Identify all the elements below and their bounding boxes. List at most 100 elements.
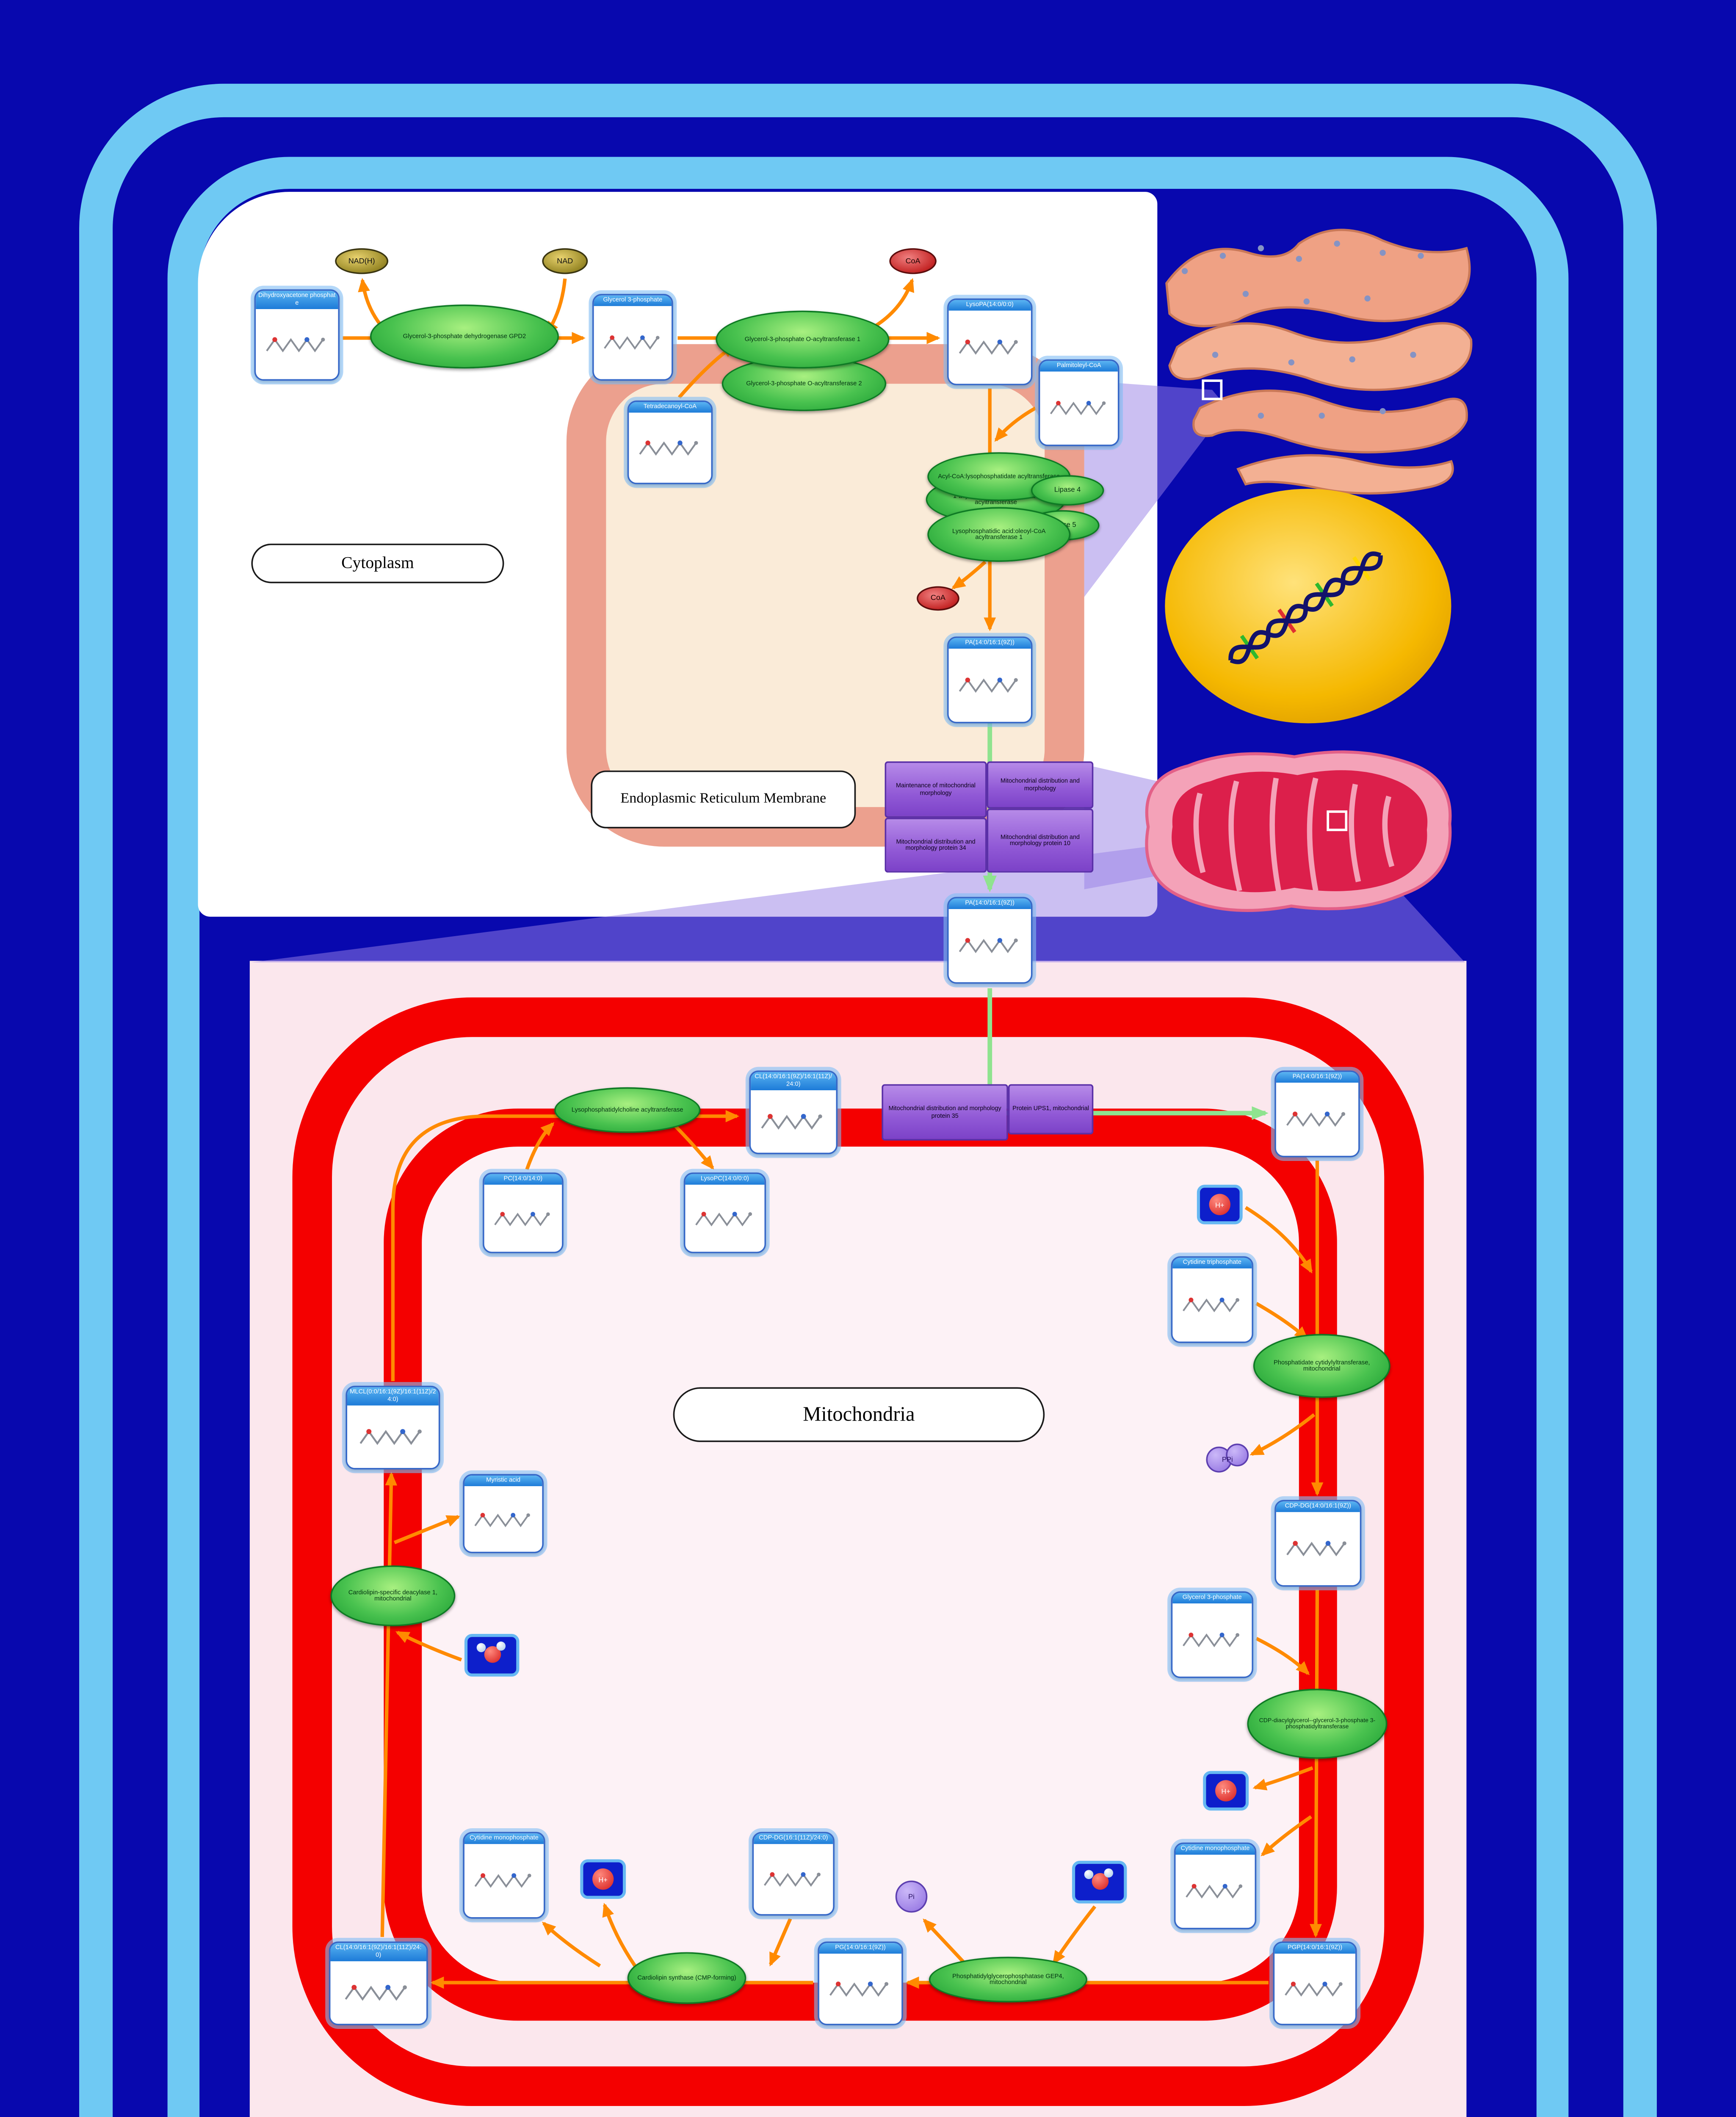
mitochondrion-illustration — [1145, 750, 1452, 912]
metabolite-pa-er[interactable]: PA(14:0/16:1(9Z)) — [947, 636, 1033, 724]
chemical-structure-icon — [594, 306, 672, 379]
enzyme-label: Cardiolipin synthase (CMP-forming) — [637, 1973, 736, 1981]
metabolite-label: Tetradecanoyl-CoA — [629, 402, 711, 413]
small-molecule-coa-2[interactable]: CoA — [917, 586, 959, 611]
metabolite-myristic-acid[interactable]: Myristic acid — [463, 1474, 544, 1553]
phosphate-icon — [1226, 1443, 1249, 1467]
metabolite-tetradecanoyl-coa[interactable]: Tetradecanoyl-CoA — [627, 400, 713, 484]
chemical-structure-icon — [948, 311, 1031, 384]
chemical-structure-icon — [464, 1844, 544, 1917]
er-membrane-label-text: Endoplasmic Reticulum Membrane — [620, 791, 827, 807]
metabolite-palmitoleyl-coa[interactable]: Palmitoleyl-CoA — [1038, 359, 1120, 446]
small-molecule-water-2[interactable] — [1072, 1860, 1127, 1904]
metabolite-pa-inner-membrane[interactable]: PA(14:0/16:1(9Z)) — [1274, 1070, 1360, 1158]
mitochondria-label-text: Mitochondria — [803, 1402, 915, 1426]
metabolite-cdp-dg-bottom[interactable]: CDP-DG(16:1(11Z)/24:0) — [752, 1832, 835, 1916]
cell-membrane-inner — [167, 157, 1569, 2117]
metabolite-label: CL(14:0/16:1(9Z)/16:1(11Z)/24:0) — [751, 1072, 836, 1090]
enzyme-label: Cardiolipin-specific deacylase 1, mitoch… — [348, 1587, 438, 1602]
water-hydrogen-icon — [497, 1642, 506, 1651]
metabolite-label: Glycerol 3-phosphate — [594, 295, 672, 307]
small-molecule-h-plus-2[interactable]: H+ — [1203, 1771, 1249, 1811]
small-molecule-pi[interactable]: Pi — [895, 1880, 928, 1913]
metabolite-label: PG(14:0/16:1(9Z)) — [819, 1943, 902, 1954]
metabolite-pg[interactable]: PG(14:0/16:1(9Z)) — [818, 1941, 903, 2026]
enzyme-cld1[interactable]: Cardiolipin-specific deacylase 1, mitoch… — [330, 1565, 456, 1627]
enzyme-cardiolipin-synthase[interactable]: Cardiolipin synthase (CMP-forming) — [627, 1952, 746, 2004]
small-molecule-coa-1[interactable]: CoA — [889, 248, 937, 274]
enzyme-gpd2[interactable]: Glycerol-3-phosphate dehydrogenase GPD2 — [370, 304, 559, 369]
small-molecule-water-1[interactable] — [464, 1634, 520, 1677]
protein-mdm10[interactable]: Mitochondrial distribution and morpholog… — [987, 808, 1094, 873]
water-hydrogen-icon — [477, 1643, 487, 1652]
nucleus-illustration — [1165, 489, 1451, 724]
protein-mdm34[interactable]: Mitochondrial distribution and morpholog… — [885, 818, 987, 873]
er-zoom-indicator — [1202, 379, 1223, 401]
metabolite-lysopa[interactable]: LysoPA(14:0/0:0) — [947, 298, 1033, 385]
metabolite-cl-top[interactable]: CL(14:0/16:1(9Z)/16:1(11Z)/24:0) — [749, 1070, 838, 1155]
metabolite-pgp[interactable]: PGP(14:0/16:1(9Z)) — [1273, 1941, 1357, 2026]
enzyme-lipase-4[interactable]: Lipase 4 — [1031, 475, 1104, 506]
chemical-structure-icon — [1172, 1269, 1252, 1342]
er-membrane-label: Endoplasmic Reticulum Membrane — [591, 770, 856, 829]
cytoplasm-label-text: Cytoplasm — [341, 554, 414, 573]
enzyme-pgs1[interactable]: CDP-diacylglycerol--glycerol-3-phosphate… — [1247, 1689, 1388, 1759]
metabolite-glycerol-3-phosphate-er[interactable]: Glycerol 3-phosphate — [592, 294, 673, 381]
protein-mdm35[interactable]: Mitochondrial distribution and morpholog… — [882, 1084, 1008, 1141]
chemical-structure-icon — [948, 909, 1031, 982]
small-molecule-label: H+ — [598, 1875, 608, 1883]
metabolite-label: Dihydroxyacetone phosphate — [256, 290, 338, 309]
water-hydrogen-icon — [1104, 1869, 1114, 1878]
enzyme-label: Lysophosphatidylcholine acyltransferase — [571, 1105, 683, 1113]
small-molecule-h-plus-1[interactable]: H+ — [1197, 1185, 1243, 1224]
chemical-structure-icon — [330, 1961, 427, 2024]
protein-mdm12[interactable]: Mitochondrial distribution and morpholog… — [987, 761, 1094, 809]
mito-outer-membrane — [292, 997, 1424, 2106]
metabolite-mlcl[interactable]: MLCL(0:0/16:1(9Z)/16:1(11Z)/24:0) — [346, 1385, 440, 1470]
chemical-structure-icon — [948, 649, 1031, 722]
metabolite-label: MLCL(0:0/16:1(9Z)/16:1(11Z)/24:0) — [347, 1387, 439, 1405]
chemical-structure-icon — [819, 1954, 902, 2024]
water-hydrogen-icon — [1085, 1869, 1094, 1879]
metabolite-dihydroxyacetone-phosphate[interactable]: Dihydroxyacetone phosphate — [254, 289, 340, 381]
protein-label: Protein UPS1, mitochondrial — [1012, 1104, 1089, 1112]
metabolite-glycerol-3-phosphate-mito[interactable]: Glycerol 3-phosphate — [1171, 1591, 1253, 1678]
chemical-structure-icon — [685, 1185, 765, 1252]
enzyme-loa1[interactable]: Lysophosphatidic acid:oleoyl-CoA acyltra… — [927, 507, 1071, 562]
metabolite-cytidine-monophosphate-left[interactable]: Cytidine monophosphate — [463, 1832, 545, 1919]
metabolite-label: CDP-DG(16:1(11Z)/24:0) — [754, 1833, 833, 1844]
enzyme-gep4[interactable]: Phosphatidylglycerophosphatase GEP4, mit… — [929, 1957, 1087, 2003]
metabolite-pc[interactable]: PC(14:0/14:0) — [483, 1172, 564, 1253]
metabolite-cytidine-monophosphate-right[interactable]: Cytidine monophosphate — [1174, 1842, 1257, 1929]
metabolite-cytidine-triphosphate[interactable]: Cytidine triphosphate — [1171, 1256, 1253, 1343]
enzyme-label: Glycerol-3-phosphate O-acyltransferase 1 — [744, 334, 861, 343]
cell-membrane-outer — [79, 83, 1657, 2117]
small-molecule-label: CoA — [930, 594, 945, 603]
metabolite-label: LysoPC(14:0/0:0) — [685, 1174, 765, 1185]
metabolite-lysopc[interactable]: LysoPC(14:0/0:0) — [683, 1172, 766, 1253]
metabolite-label: Myristic acid — [464, 1476, 542, 1487]
chemical-structure-icon — [629, 413, 711, 483]
small-molecule-ppi[interactable]: PPi — [1206, 1443, 1249, 1476]
enzyme-lpcat[interactable]: Lysophosphatidylcholine acyltransferase — [554, 1087, 701, 1133]
endoplasmic-reticulum-illustration — [1165, 229, 1473, 495]
metabolite-pa-outer-membrane[interactable]: PA(14:0/16:1(9Z)) — [947, 897, 1033, 984]
dna-helix-icon — [1228, 551, 1383, 664]
small-molecule-label: Pi — [908, 1893, 915, 1901]
metabolite-cdp-dg-right[interactable]: CDP-DG(14:0/16:1(9Z)) — [1274, 1500, 1362, 1587]
enzyme-tamm41[interactable]: Phosphatidate cytidylyltransferase, mito… — [1253, 1334, 1390, 1398]
protein-mmm1[interactable]: Maintenance of mitochondrial morphology — [885, 761, 987, 818]
metabolite-label: PA(14:0/16:1(9Z)) — [1276, 1072, 1359, 1083]
small-molecule-h-plus-3[interactable]: H+ — [580, 1859, 626, 1899]
enzyme-label: Acyl-CoA:lysophosphatidate acyltransfera… — [938, 472, 1060, 480]
protein-ups1[interactable]: Protein UPS1, mitochondrial — [1008, 1084, 1094, 1135]
small-molecule-nadh[interactable]: NAD(H) — [335, 248, 389, 274]
chemical-structure-icon — [256, 309, 338, 379]
enzyme-gpat1[interactable]: Glycerol-3-phosphate O-acyltransferase 1 — [716, 310, 890, 369]
metabolite-cl-bottom[interactable]: CL(14:0/16:1(9Z)/16:1(11Z)/24:0) — [329, 1941, 428, 2026]
metabolite-label: PA(14:0/16:1(9Z)) — [948, 638, 1031, 649]
small-molecule-label: NAD — [557, 257, 573, 266]
enzyme-label: Phosphatidate cytidylyltransferase, mito… — [1273, 1357, 1370, 1372]
chemical-structure-icon — [754, 1844, 833, 1914]
small-molecule-nad[interactable]: NAD — [542, 248, 588, 274]
